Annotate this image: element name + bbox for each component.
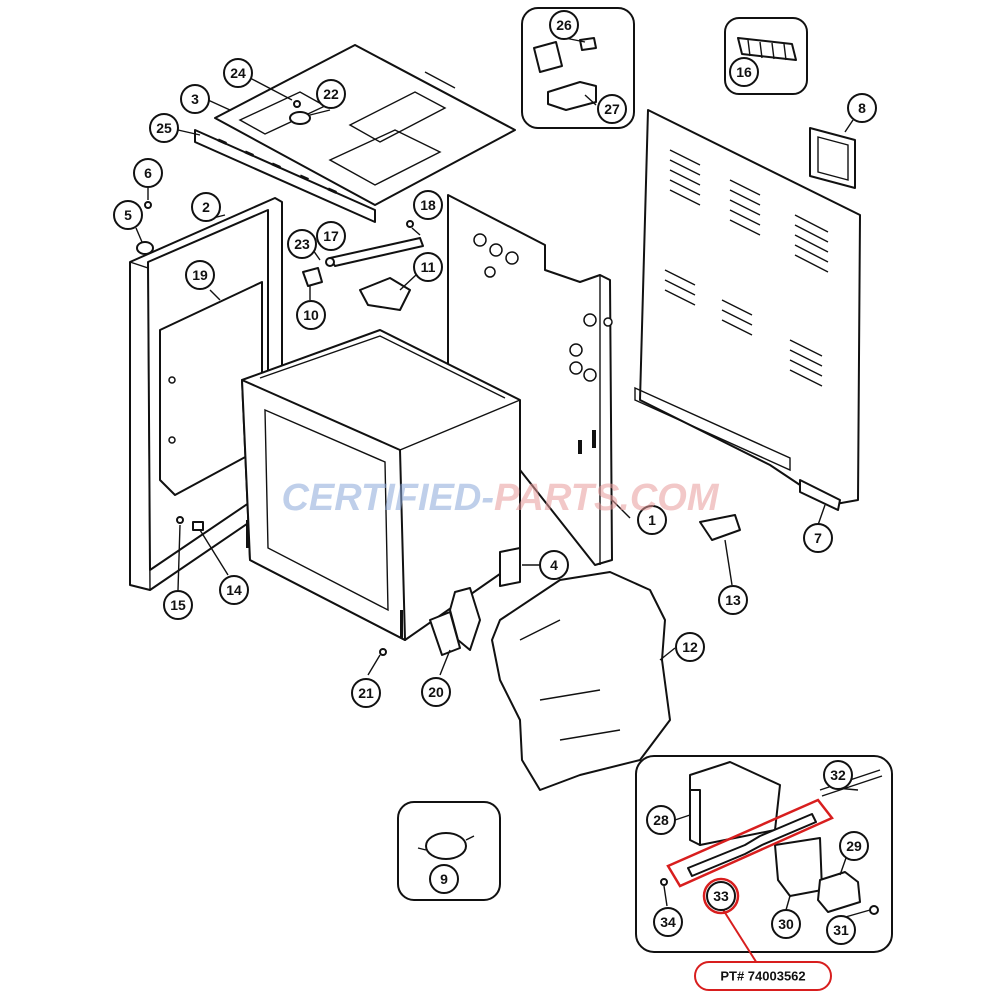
callout-11-label: 11 bbox=[421, 259, 436, 275]
callout-19: 19 bbox=[185, 260, 215, 290]
screws-14-15 bbox=[176, 516, 204, 531]
callout-13-label: 13 bbox=[725, 592, 741, 608]
callout-7-label: 7 bbox=[814, 530, 822, 546]
callout-7: 7 bbox=[803, 523, 833, 553]
callout-12-label: 12 bbox=[682, 639, 698, 655]
callout-23: 23 bbox=[287, 229, 317, 259]
callout-25: 25 bbox=[149, 113, 179, 143]
callout-26-label: 26 bbox=[556, 17, 572, 33]
callout-13: 13 bbox=[718, 585, 748, 615]
callout-1: 1 bbox=[637, 505, 667, 535]
callout-3-label: 3 bbox=[191, 91, 199, 107]
callout-34-label: 34 bbox=[660, 914, 676, 930]
callout-33: 33 bbox=[706, 881, 736, 911]
highlight-ring-33 bbox=[702, 877, 740, 915]
callout-5: 5 bbox=[113, 200, 143, 230]
callout-29-label: 29 bbox=[846, 838, 862, 854]
callout-14: 14 bbox=[219, 575, 249, 605]
callout-20-label: 20 bbox=[428, 684, 444, 700]
callout-18-label: 18 bbox=[420, 197, 436, 213]
callout-10: 10 bbox=[296, 300, 326, 330]
callout-17: 17 bbox=[316, 221, 346, 251]
callout-27-label: 27 bbox=[604, 101, 620, 117]
callout-16-label: 16 bbox=[736, 64, 752, 80]
callout-10-label: 10 bbox=[303, 307, 319, 323]
callout-26: 26 bbox=[549, 10, 579, 40]
top-bracket bbox=[289, 100, 311, 125]
callout-6-label: 6 bbox=[144, 165, 152, 181]
callout-18: 18 bbox=[413, 190, 443, 220]
callout-9: 9 bbox=[429, 864, 459, 894]
part-13-bracket bbox=[699, 514, 741, 541]
callout-15: 15 bbox=[163, 590, 193, 620]
callout-30-label: 30 bbox=[778, 916, 794, 932]
inset-box-9 bbox=[397, 801, 501, 901]
callout-31: 31 bbox=[826, 915, 856, 945]
callout-2-label: 2 bbox=[202, 199, 210, 215]
highlight-outline bbox=[666, 798, 834, 888]
callout-24-label: 24 bbox=[230, 65, 246, 81]
callout-24: 24 bbox=[223, 58, 253, 88]
callout-33-label: 33 bbox=[713, 888, 729, 904]
oven-cavity bbox=[241, 329, 521, 641]
callout-32-label: 32 bbox=[830, 767, 846, 783]
part-number-label: PT# 74003562 bbox=[720, 969, 805, 984]
callout-16: 16 bbox=[729, 57, 759, 87]
callout-19-label: 19 bbox=[192, 267, 208, 283]
hinge-20 bbox=[379, 587, 481, 656]
callout-8: 8 bbox=[847, 93, 877, 123]
callout-12: 12 bbox=[675, 632, 705, 662]
watermark-part1: CERTIFIED- bbox=[281, 477, 494, 519]
callout-28-label: 28 bbox=[653, 812, 669, 828]
watermark-part2: PARTS.COM bbox=[494, 477, 720, 519]
watermark: CERTIFIED-PARTS.COM bbox=[281, 477, 719, 519]
callout-5-label: 5 bbox=[124, 207, 132, 223]
rear-strip bbox=[194, 129, 376, 223]
callout-4: 4 bbox=[539, 550, 569, 580]
callout-14-label: 14 bbox=[226, 582, 242, 598]
callout-20: 20 bbox=[421, 677, 451, 707]
callout-22-label: 22 bbox=[323, 86, 339, 102]
callout-25-label: 25 bbox=[156, 120, 172, 136]
insulation-blanket bbox=[491, 571, 671, 791]
callout-15-label: 15 bbox=[170, 597, 186, 613]
callout-31-label: 31 bbox=[833, 922, 849, 938]
callout-29: 29 bbox=[839, 831, 869, 861]
small-brackets bbox=[302, 220, 424, 311]
callout-8-label: 8 bbox=[858, 100, 866, 116]
callout-34: 34 bbox=[653, 907, 683, 937]
callout-2: 2 bbox=[191, 192, 221, 222]
part-number-box bbox=[694, 961, 832, 991]
callout-30: 30 bbox=[771, 909, 801, 939]
part-8-bracket bbox=[809, 127, 856, 189]
callout-6: 6 bbox=[133, 158, 163, 188]
inset-box-28-34 bbox=[635, 755, 893, 953]
callout-9-label: 9 bbox=[440, 871, 448, 887]
callout-1-label: 1 bbox=[648, 512, 656, 528]
highlight-leader bbox=[721, 907, 761, 969]
callout-11: 11 bbox=[413, 252, 443, 282]
callout-22: 22 bbox=[316, 79, 346, 109]
knob-parts bbox=[136, 201, 154, 255]
highlight-part-33: PT# 74003562 bbox=[666, 798, 834, 991]
callout-32: 32 bbox=[823, 760, 853, 790]
callout-28: 28 bbox=[646, 805, 676, 835]
top-panel bbox=[214, 44, 516, 206]
callout-23-label: 23 bbox=[294, 236, 310, 252]
front-liner bbox=[159, 281, 263, 496]
callout-3: 3 bbox=[180, 84, 210, 114]
callout-27: 27 bbox=[597, 94, 627, 124]
part-4-clip bbox=[499, 547, 521, 587]
callout-21: 21 bbox=[351, 678, 381, 708]
callout-4-label: 4 bbox=[550, 557, 558, 573]
callout-17-label: 17 bbox=[323, 228, 339, 244]
callout-21-label: 21 bbox=[358, 685, 374, 701]
rear-panel bbox=[634, 109, 861, 511]
